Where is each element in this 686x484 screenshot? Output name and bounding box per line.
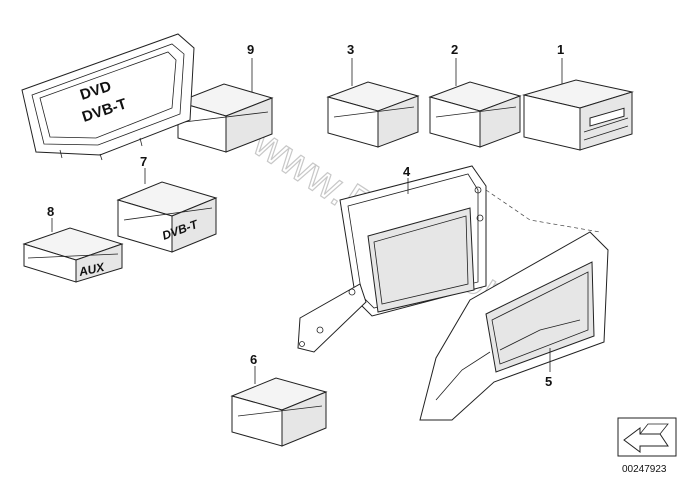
part-label-1: 1 xyxy=(557,42,564,57)
part-label-8: 8 xyxy=(47,204,54,219)
display-screen[interactable]: DVD DVB-T xyxy=(21,33,195,161)
part-7-dvb-t-box[interactable]: DVB-T xyxy=(116,181,218,253)
part-8-aux-box[interactable]: AUX xyxy=(22,227,124,283)
part-label-3: 3 xyxy=(347,42,354,57)
part-2-box[interactable] xyxy=(428,81,522,148)
part-label-4: 4 xyxy=(403,164,411,179)
part-label-7: 7 xyxy=(140,154,147,169)
part-label-5: 5 xyxy=(545,374,552,389)
part-1-dvd-changer[interactable] xyxy=(522,79,634,151)
document-number: 00247923 xyxy=(622,464,667,475)
box-label-aux: AUX xyxy=(77,260,107,279)
part-5-trim-panel[interactable] xyxy=(419,231,609,421)
alignment-line xyxy=(485,189,601,233)
part-label-9: 9 xyxy=(247,42,254,57)
navigation-arrow-icon[interactable] xyxy=(617,417,677,457)
part-label-2: 2 xyxy=(451,42,458,57)
leader-lines xyxy=(51,58,563,384)
part-number-labels: 1 2 3 4 5 6 7 8 9 xyxy=(47,42,564,389)
part-4-mounting-frame[interactable] xyxy=(297,165,487,353)
part-3-box[interactable] xyxy=(326,81,420,148)
part-6-box[interactable] xyxy=(230,377,328,447)
part-label-6: 6 xyxy=(250,352,257,367)
part-9-box[interactable] xyxy=(176,83,274,153)
